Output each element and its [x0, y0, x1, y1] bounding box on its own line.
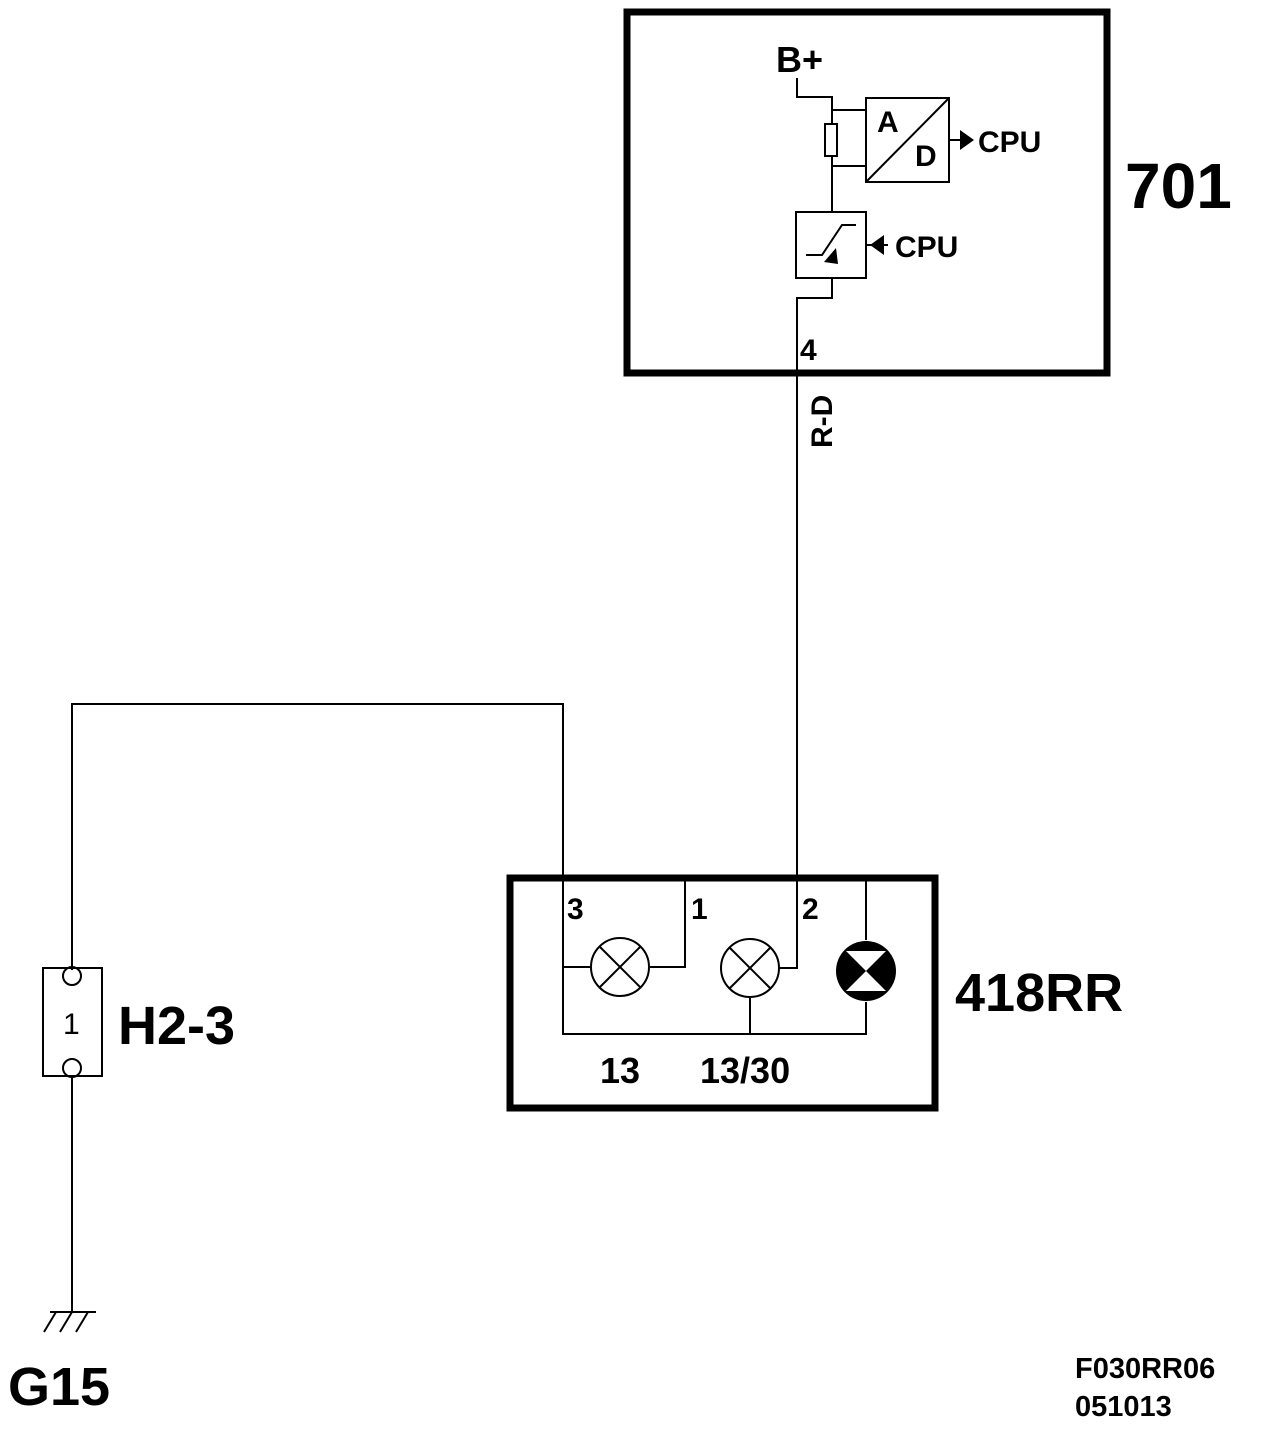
- ad-converter-icon: A D: [865, 97, 950, 183]
- drawing-date: 051013: [1075, 1391, 1172, 1423]
- indicator-lamp-icon: [836, 941, 896, 1001]
- lamp-terminal-13-30: 13/30: [700, 1050, 790, 1091]
- fuse-terminal-bottom-icon: [62, 1058, 82, 1078]
- lamp-pin-1: 1: [691, 893, 708, 926]
- lamp-unit-label: 418RR: [955, 963, 1123, 1023]
- adc-output-arrow-icon: [960, 130, 974, 150]
- drawing-code: F030RR06: [1075, 1353, 1215, 1385]
- adc-label-d: D: [915, 140, 937, 173]
- switch-output-wire: [796, 278, 833, 373]
- adc-label-a: A: [877, 106, 899, 139]
- lamp-unit-box: [506, 874, 939, 1112]
- fuse-terminal-top-icon: [62, 966, 82, 986]
- ground-label: G15: [8, 1357, 110, 1417]
- lamp-terminal-13: 13: [600, 1050, 640, 1091]
- bulb-2-icon: [720, 938, 780, 998]
- fuse-number: 1: [63, 1008, 80, 1041]
- switch-input-arrow-icon: [870, 235, 884, 255]
- lamp-pin-2: 2: [802, 893, 819, 926]
- module-701-box: [623, 8, 1111, 377]
- wire-color-label: R-D: [806, 395, 839, 448]
- wire-fuse-to-lamp: [71, 703, 564, 970]
- fuse-H2-3: 1: [42, 966, 103, 1078]
- transistor-switch-icon: [795, 211, 867, 279]
- control-module-701: B+ A D CPU CPU 4: [623, 8, 1111, 377]
- bulb-1-icon: [590, 937, 650, 997]
- lamp-unit-418RR: 3 1 2 13 13/30: [506, 874, 939, 1112]
- supply-label: B+: [776, 39, 823, 80]
- adc-taps: [832, 109, 866, 167]
- lamp-pin-3: 3: [567, 893, 584, 926]
- ground-symbol-icon: [43, 1311, 96, 1333]
- resistor-icon: [824, 123, 838, 157]
- switch-input-cpu-label: CPU: [895, 231, 958, 264]
- adc-output-cpu-label: CPU: [978, 126, 1041, 159]
- supply-wire: [796, 78, 833, 110]
- module-pin-4: 4: [800, 334, 817, 367]
- module-701-label: 701: [1125, 150, 1232, 222]
- fuse-label: H2-3: [118, 996, 235, 1056]
